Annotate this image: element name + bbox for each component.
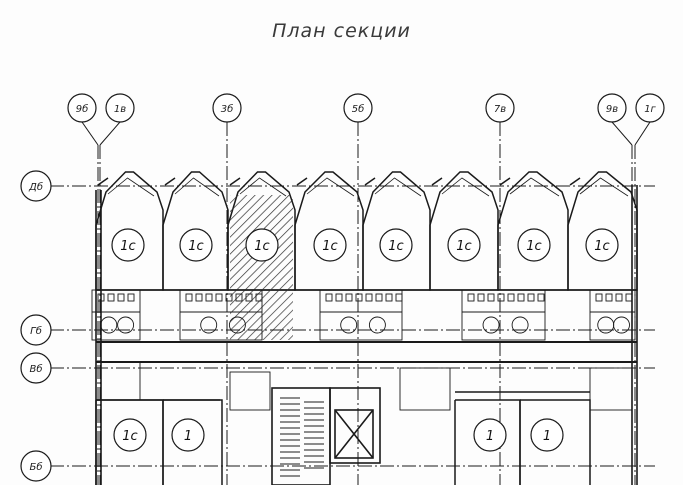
room-tag: 1с [447, 228, 481, 262]
highlighted-unit-hatch [230, 195, 293, 340]
axis-bubble: 1в [105, 93, 135, 123]
room-tag: 1 [473, 418, 507, 452]
axis-label: 1г [644, 104, 656, 115]
axis-line [634, 121, 651, 485]
axis-label: 1в [114, 104, 126, 115]
axis-label: Дб [28, 181, 43, 193]
room-tag-label: 1с [456, 239, 471, 254]
room-tag-label: 1 [184, 429, 192, 444]
room-tag-label: 1с [526, 239, 541, 254]
axis-bubble: 9в [597, 93, 627, 123]
room-tag-label: 1с [122, 429, 137, 444]
room-tag-label: 1с [388, 239, 403, 254]
axis-label: Гб [30, 325, 42, 337]
room-tag: 1с [245, 228, 279, 262]
axis-label: Вб [29, 363, 42, 375]
room-tag: 1с [313, 228, 347, 262]
axis-bubble: Бб [20, 450, 52, 482]
service-room [399, 367, 451, 411]
axis-bubble: 7в [485, 93, 515, 123]
wet-zone [461, 289, 546, 341]
room-tag: 1с [113, 418, 147, 452]
axis-label: Бб [29, 461, 42, 473]
axis-line [611, 121, 633, 485]
plan-title: План секции [272, 20, 411, 42]
room-tag: 1 [530, 418, 564, 452]
room-tag-label: 1с [254, 239, 269, 254]
axis-label: 7в [494, 104, 506, 115]
apartment-unit [294, 171, 364, 291]
axis-label: 3б [221, 103, 234, 115]
room-tag: 1с [179, 228, 213, 262]
wet-zone [589, 289, 636, 341]
room-tag: 1с [379, 228, 413, 262]
apartment-unit [227, 171, 296, 340]
room-tag-label: 1с [322, 239, 337, 254]
axis-label: 9б [76, 103, 89, 115]
room-tag-label: 1с [594, 239, 609, 254]
axis-bubble: 9б [67, 93, 97, 123]
axis-label: 9в [606, 104, 618, 115]
room-tag-label: 1с [120, 239, 135, 254]
wet-zone [319, 289, 403, 341]
axis-bubble: Дб [20, 170, 52, 202]
apartment-unit [162, 399, 223, 485]
room-tag: 1с [517, 228, 551, 262]
axis-bubble: 5б [343, 93, 373, 123]
room-tag: 1с [585, 228, 619, 262]
room-tag-label: 1 [486, 429, 494, 444]
axis-bubble: Гб [20, 314, 52, 346]
room-tag: 1с [111, 228, 145, 262]
axis-label: 5б [352, 103, 365, 115]
axis-line [99, 121, 121, 485]
wet-zone [91, 289, 141, 341]
service-room [589, 367, 633, 411]
room-tag: 1 [171, 418, 205, 452]
service-room [95, 361, 141, 401]
room-tag-label: 1 [543, 429, 551, 444]
axis-line [81, 121, 99, 485]
axis-bubble: Вб [20, 352, 52, 384]
room-tag-label: 1с [188, 239, 203, 254]
service-room [229, 371, 271, 411]
apartment-unit [429, 171, 499, 291]
wet-zone [179, 289, 263, 341]
axis-bubble: 3б [212, 93, 242, 123]
axis-bubble: 1г [635, 93, 665, 123]
